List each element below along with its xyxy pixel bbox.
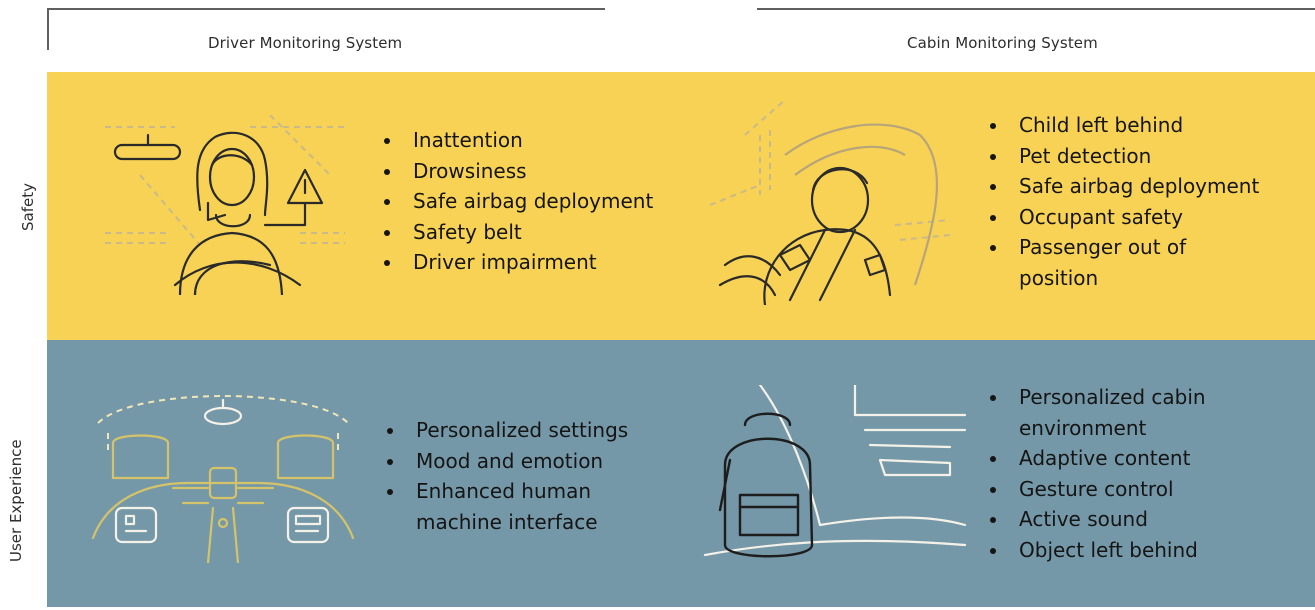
cabin-safety-list: Child left behind Pet detection Safe air… bbox=[987, 110, 1307, 293]
car-interior-dashboard-icon bbox=[91, 394, 355, 563]
driver-safety-list: Inattention Drowsiness Safe airbag deplo… bbox=[381, 125, 711, 278]
column-header-driver: Driver Monitoring System bbox=[208, 34, 403, 52]
list-item: Adaptive content bbox=[987, 443, 1297, 474]
list-item: Personalized cabin environment bbox=[987, 382, 1239, 443]
driver-ux-list: Personalized settings Mood and emotion E… bbox=[384, 415, 684, 537]
row-label-user-experience: User Experience bbox=[7, 439, 25, 562]
frame-line-right bbox=[757, 8, 1315, 10]
user-experience-band bbox=[47, 340, 1315, 607]
row-label-safety: Safety bbox=[19, 183, 37, 231]
list-item: Child left behind bbox=[987, 110, 1307, 141]
list-item: Occupant safety bbox=[987, 202, 1307, 233]
driver-with-warning-icon bbox=[105, 115, 345, 295]
list-item: Enhanced human machine interface bbox=[384, 476, 636, 537]
safety-band bbox=[47, 72, 1315, 340]
list-item: Drowsiness bbox=[381, 156, 711, 187]
list-item: Safety belt bbox=[381, 217, 711, 248]
list-item: Personalized settings bbox=[384, 415, 684, 446]
list-item: Inattention bbox=[381, 125, 711, 156]
list-item: Active sound bbox=[987, 504, 1297, 535]
cabin-ux-list: Personalized cabin environment Adaptive … bbox=[987, 382, 1297, 565]
frame-line-vertical bbox=[47, 8, 49, 50]
column-header-cabin: Cabin Monitoring System bbox=[907, 34, 1098, 52]
list-item: Mood and emotion bbox=[384, 446, 684, 477]
list-item: Object left behind bbox=[987, 535, 1297, 566]
list-item: Driver impairment bbox=[381, 247, 711, 278]
list-item: Safe airbag deployment bbox=[987, 171, 1307, 202]
child-in-car-seat-icon bbox=[709, 99, 951, 305]
list-item: Gesture control bbox=[987, 474, 1297, 505]
list-item: Pet detection bbox=[987, 141, 1307, 172]
frame-line-left bbox=[47, 8, 605, 10]
list-item: Safe airbag deployment bbox=[381, 186, 711, 217]
list-item: Passenger out of position bbox=[987, 232, 1219, 293]
backpack-on-seat-icon bbox=[703, 385, 967, 558]
